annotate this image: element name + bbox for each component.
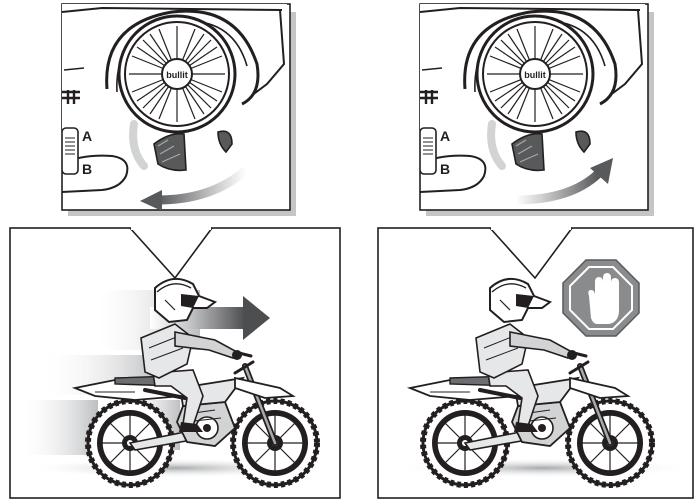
right-panel <box>377 3 694 499</box>
throttle-arrow-right-icon <box>515 158 613 205</box>
right-throttle-closeup <box>419 3 649 211</box>
right-callout-pointer <box>489 227 573 280</box>
left-throttle-closeup <box>61 3 291 211</box>
left-panel <box>9 3 341 499</box>
throttle-arrow-left-icon <box>140 166 249 210</box>
stop-hand-icon <box>562 259 640 337</box>
